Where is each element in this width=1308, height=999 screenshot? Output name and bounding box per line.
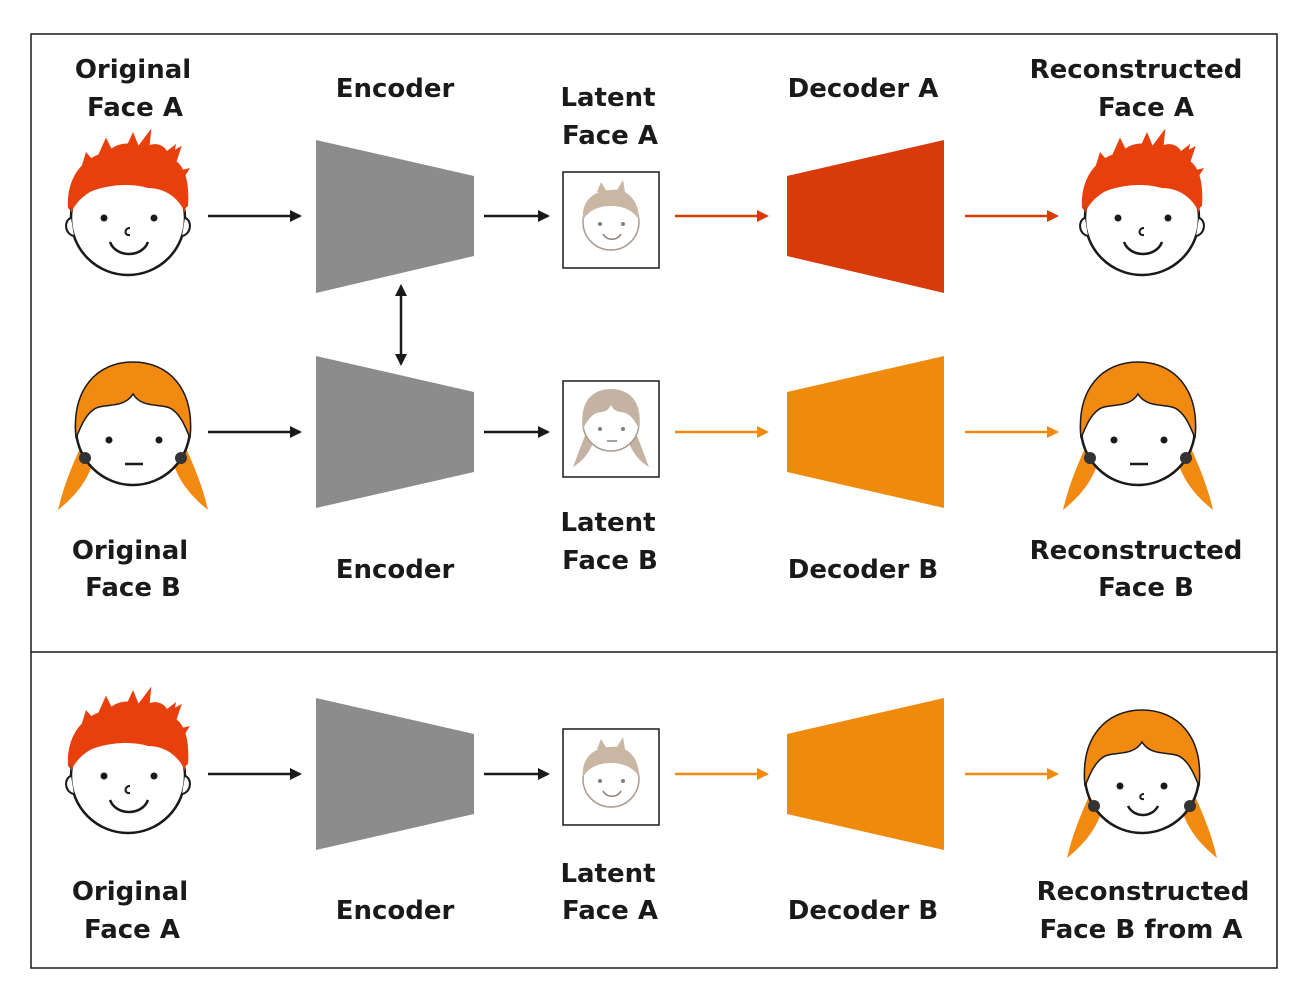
middle-original-label-line1: Original <box>72 536 188 566</box>
top-reconstructed-label-line1: Reconstructed <box>1030 55 1243 85</box>
middle-latent-label-line1: Latent <box>560 508 655 538</box>
middle-reconstructed-label-line2: Face B <box>1098 573 1194 603</box>
middle-latent-label-line2: Face B <box>562 546 658 576</box>
bottom-reconstructed-label-line2: Face B from A <box>1039 915 1242 945</box>
middle-encoder-label: Encoder <box>336 555 455 585</box>
bottom-latent-label-line1: Latent <box>560 859 655 889</box>
bottom-decoder-label: Decoder B <box>788 896 938 926</box>
girl-face-smile-icon <box>1065 708 1219 860</box>
outer-frame <box>30 33 1278 969</box>
top-encoder-label: Encoder <box>336 74 455 104</box>
boy-face-icon <box>64 688 192 835</box>
top-row: Original Face A Encoder Latent Face A De… <box>64 55 1243 293</box>
top-decoder-label: Decoder A <box>788 74 939 104</box>
encoder-shape <box>316 140 474 293</box>
bottom-latent-label-line2: Face A <box>562 896 658 926</box>
middle-reconstructed-label-line1: Reconstructed <box>1030 536 1243 566</box>
encoder-shape <box>316 698 474 850</box>
top-original-label-line1: Original <box>75 55 191 85</box>
bottom-original-label-line2: Face A <box>84 915 180 945</box>
middle-decoder-label: Decoder B <box>788 555 938 585</box>
top-latent-label-line2: Face A <box>562 121 658 151</box>
boy-face-icon <box>1078 130 1206 277</box>
decoder-b-shape <box>787 698 944 850</box>
girl-face-icon <box>56 360 210 512</box>
bottom-reconstructed-label-line1: Reconstructed <box>1037 877 1250 907</box>
middle-original-label-line2: Face B <box>85 573 181 603</box>
bottom-original-label-line1: Original <box>72 877 188 907</box>
decoder-b-shape <box>787 356 944 508</box>
top-latent-label-line1: Latent <box>560 83 655 113</box>
encoder-shape <box>316 356 474 508</box>
decoder-a-shape <box>787 140 944 293</box>
bottom-row: Original Face A Encoder Latent Face A De… <box>64 688 1250 945</box>
girl-face-icon <box>1061 360 1215 512</box>
bottom-encoder-label: Encoder <box>336 896 455 926</box>
top-original-label-line2: Face A <box>87 93 183 123</box>
top-reconstructed-label-line2: Face A <box>1098 93 1194 123</box>
middle-row: Original Face B Encoder Latent Face B De… <box>56 356 1243 603</box>
boy-face-icon <box>64 130 192 277</box>
